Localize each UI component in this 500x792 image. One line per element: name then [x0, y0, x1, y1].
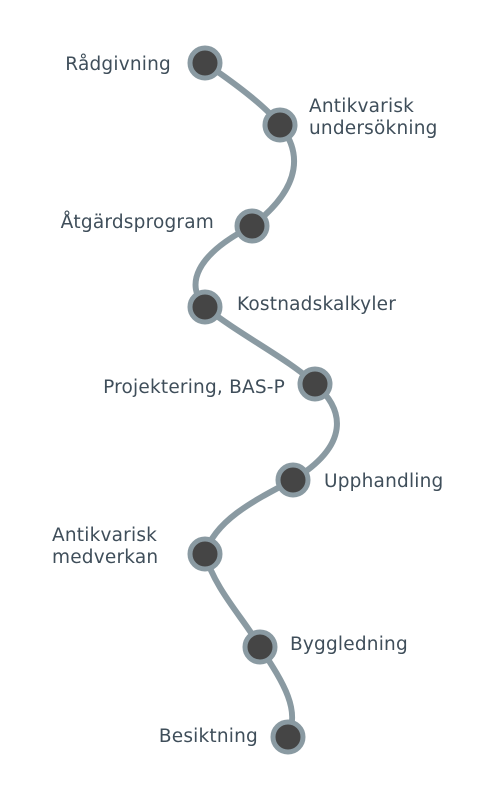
step-label-upphandling: Upphandling — [324, 471, 444, 493]
step-label-byggledning: Byggledning — [290, 634, 408, 656]
step-label-antikvarisk-undersokning: Antikvarisk undersökning — [309, 96, 438, 140]
step-label-besiktning: Besiktning — [159, 726, 258, 748]
step-label-atgardsprogram: Åtgärdsprogram — [61, 212, 214, 234]
step-label-radgivning: Rådgivning — [65, 54, 171, 76]
step-label-line: Antikvarisk — [52, 525, 158, 546]
node-group — [187, 45, 333, 755]
step-label-line: Byggledning — [290, 634, 408, 655]
step-node-kostnadskalkyler — [187, 289, 223, 325]
step-node-upphandling — [275, 462, 311, 498]
step-node-atgardsprogram — [234, 208, 270, 244]
step-label-line: Besiktning — [158, 726, 258, 747]
step-label-antikvarisk-medverkan: Antikvarisk medverkan — [52, 525, 158, 569]
step-label-line: Upphandling — [324, 471, 444, 492]
step-node-projektering — [297, 366, 333, 402]
step-label-projektering: Projektering, BAS-P — [103, 377, 285, 399]
step-node-antikvarisk-undersokning — [262, 107, 298, 143]
step-node-antikvarisk-medverkan — [187, 536, 223, 572]
step-label-line: Åtgärdsprogram — [60, 212, 214, 233]
step-label-line: Antikvarisk — [309, 96, 415, 117]
step-label-line: Rådgivning — [65, 54, 171, 75]
step-label-line: undersökning — [309, 118, 438, 139]
step-node-radgivning — [187, 45, 223, 81]
step-label-line: medverkan — [52, 547, 159, 568]
step-node-besiktning — [270, 719, 306, 755]
step-node-byggledning — [242, 629, 278, 665]
step-label-line: Projektering, BAS-P — [103, 377, 285, 398]
step-label-line: Kostnadskalkyler — [237, 294, 397, 315]
step-label-kostnadskalkyler: Kostnadskalkyler — [237, 294, 396, 316]
